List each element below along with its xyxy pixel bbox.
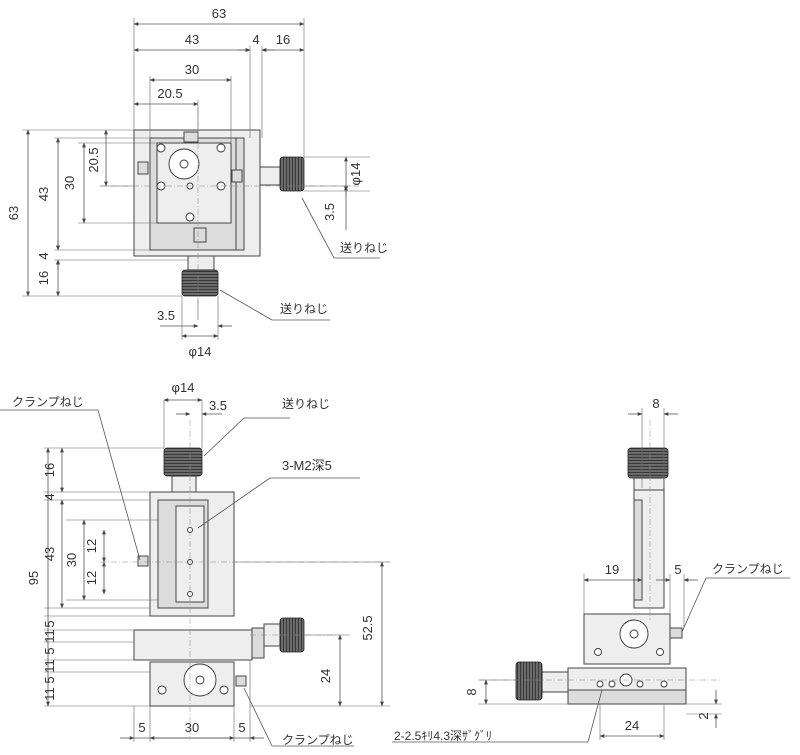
dim-16-left: 16 — [36, 271, 51, 285]
front-dim-16: 16 — [42, 463, 57, 477]
side-base-hole — [608, 680, 616, 688]
side-dim-24: 24 — [625, 718, 639, 733]
side-base-hole — [636, 680, 644, 688]
front-dim-5-right: 5 — [238, 720, 245, 735]
front-dim-5c: 5 — [42, 676, 57, 683]
front-dim-30-bottom: 30 — [185, 720, 199, 735]
front-dim-5b: 5 — [42, 647, 57, 654]
front-dim-5-left: 5 — [138, 720, 145, 735]
side-base-rail — [567, 689, 687, 705]
dim-43-left: 43 — [36, 187, 51, 201]
feed-screw-label-right: 送りねじ — [340, 240, 388, 255]
front-dim-4: 4 — [42, 493, 57, 500]
side-boss-hole — [629, 629, 639, 639]
side-clamp — [669, 627, 683, 639]
dia-bottom: φ14 — [189, 344, 212, 359]
front-view: φ14 3.5 送りねじ クランプねじ 3-M2深5 95 16 4 43 30… — [0, 380, 390, 747]
front-feed-label: 送りねじ — [282, 396, 330, 411]
front-dim-12b: 12 — [84, 571, 99, 585]
shaft-right — [259, 166, 281, 186]
front-clamp-label-bottom: クランプねじ — [282, 733, 354, 747]
front-base-hole — [195, 675, 205, 685]
front-dim-12a: 12 — [84, 539, 99, 553]
front-mid-rail — [251, 627, 265, 659]
front-dim-24: 24 — [318, 669, 333, 683]
clamp-block-left — [137, 161, 149, 175]
side-dim-2: 2 — [696, 712, 711, 719]
front-dim-11a: 11 — [42, 629, 57, 643]
dim-43-top: 43 — [185, 32, 199, 47]
side-view: 8 19 5 8 24 2 クランプねじ 2-2.5ｷﾘ4.3深ｻﾞｸﾞﾘ — [392, 396, 790, 743]
front-dim-43: 43 — [42, 547, 57, 561]
front-clamp-label-top: クランプねじ — [12, 395, 84, 409]
dim-63-top: 63 — [212, 6, 226, 21]
offset-right: 3.5 — [322, 203, 337, 221]
front-dim-11b: 11 — [42, 659, 57, 673]
tap-label: 3-M2深5 — [282, 458, 332, 473]
feed-screw-label-bottom: 送りねじ — [280, 301, 328, 316]
side-dim-5: 5 — [674, 562, 681, 577]
front-dim-95: 95 — [26, 571, 41, 585]
front-mid-plate — [133, 629, 253, 661]
small-hole — [185, 212, 195, 222]
side-dim-8-left: 8 — [464, 688, 479, 695]
front-dim-52-5: 52.5 — [360, 615, 375, 640]
side-dim-19: 19 — [605, 562, 619, 577]
counterbore-label: 2-2.5ｷﾘ4.3深ｻﾞｸﾞﾘ — [394, 729, 492, 743]
side-base-hole — [660, 680, 668, 688]
front-top-shaft — [171, 475, 197, 493]
dim-63-left: 63 — [6, 206, 21, 220]
front-dia: φ14 — [172, 380, 195, 395]
side-top-knob — [627, 447, 669, 479]
side-base-hole — [596, 680, 604, 688]
front-clamp-left — [137, 555, 149, 567]
knob-right — [279, 156, 305, 192]
side-screw — [656, 648, 664, 656]
dim-4-top: 4 — [252, 32, 259, 47]
front-top-knob — [163, 447, 203, 477]
clamp-block-right — [231, 169, 243, 183]
shaft-bottom — [187, 255, 215, 271]
front-dim-30: 30 — [64, 553, 79, 567]
front-base-screw — [157, 685, 167, 695]
front-base-screw — [219, 685, 229, 695]
front-offset: 3.5 — [209, 398, 227, 413]
side-screw — [594, 648, 602, 656]
side-left-knob — [515, 661, 543, 701]
clamp-block-bottom — [193, 227, 207, 243]
clamp-block-top — [183, 131, 199, 143]
dim-16-top: 16 — [276, 32, 290, 47]
side-column-rail — [633, 499, 643, 601]
center-hole — [179, 159, 189, 169]
dia-right: φ14 — [348, 163, 363, 186]
side-top-shaft — [633, 477, 665, 491]
front-clamp-bottom — [235, 675, 247, 687]
side-dim-8-top: 8 — [652, 396, 659, 411]
dim-20-5-top: 20.5 — [157, 86, 182, 101]
mount-hole — [216, 143, 226, 153]
mount-hole — [156, 143, 166, 153]
front-dim-11c: 11 — [42, 687, 57, 701]
offset-bottom: 3.5 — [157, 308, 175, 323]
rail-right — [235, 137, 245, 251]
top-view: 63 43 4 16 30 20.5 63 43 30 20.5 4 16 φ1… — [6, 6, 388, 359]
side-left-shaft — [541, 671, 569, 693]
dim-30-top: 30 — [185, 62, 199, 77]
side-clamp-label: クランプねじ — [712, 562, 784, 576]
front-dim-5a: 5 — [42, 620, 57, 627]
dim-20-5-left: 20.5 — [86, 147, 101, 172]
dim-4-left: 4 — [36, 252, 51, 259]
dim-30-left: 30 — [62, 176, 77, 190]
knob-bottom — [181, 269, 219, 297]
